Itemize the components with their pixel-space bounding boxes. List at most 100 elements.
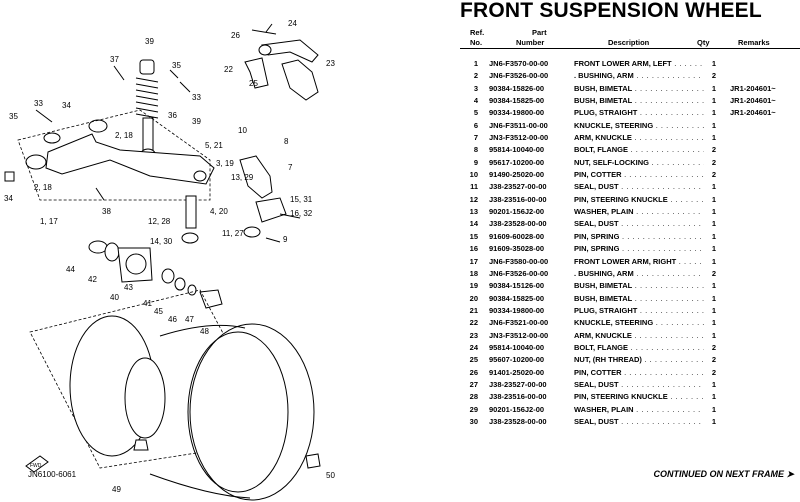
- description-cell: ARM, KNUCKLE: [574, 133, 704, 142]
- part-number-cell: 91401-25020-00: [489, 367, 545, 377]
- callout: 34: [4, 194, 13, 203]
- description-cell: WASHER, PLAIN: [574, 405, 704, 414]
- description-cell: PIN, COTTER: [574, 368, 704, 377]
- qty-cell: 1: [711, 379, 716, 389]
- ref-cell: 22: [469, 318, 478, 328]
- description-cell: ARM, KNUCKLE: [574, 331, 704, 340]
- callout: 12, 28: [148, 217, 171, 226]
- qty-cell: 1: [711, 96, 716, 106]
- qty-cell: 2: [711, 145, 716, 155]
- qty-cell: 1: [711, 219, 716, 229]
- callout: 22: [224, 65, 233, 74]
- callout: 23: [326, 59, 335, 68]
- description-cell: SEAL, DUST: [574, 182, 704, 191]
- ref-cell: 20: [469, 293, 478, 303]
- lower-arm: [4, 109, 215, 201]
- part-number-cell: JN6-F3521-00-00: [489, 318, 549, 328]
- qty-cell: 2: [711, 342, 716, 352]
- hub-group: [88, 240, 223, 309]
- knuckle-arm-group: [244, 23, 319, 101]
- description-cell: PIN, STEERING KNUCKLE: [574, 392, 704, 401]
- qty-cell: 2: [711, 367, 716, 377]
- callout: 8: [284, 137, 289, 146]
- callout: 34: [62, 101, 71, 110]
- description-cell: PIN, STEERING KNUCKLE: [574, 195, 704, 204]
- description-cell: PIN, SPRING: [574, 244, 704, 253]
- header-part-line2: Number: [516, 38, 545, 47]
- qty-cell: 2: [711, 355, 716, 365]
- remarks-cell: JR1-204601~: [730, 108, 776, 118]
- callout: 48: [200, 327, 209, 336]
- steering-knuckle: [181, 155, 301, 244]
- ref-cell: 14: [469, 219, 478, 229]
- qty-cell: 1: [711, 182, 716, 192]
- drawing-code: JN6100-6061: [28, 470, 77, 479]
- qty-cell: 2: [711, 71, 716, 81]
- description-cell: FRONT LOWER ARM, RIGHT: [574, 257, 704, 266]
- ref-cell: 18: [469, 268, 478, 278]
- fwd-arrow-icon: FWD: [25, 455, 49, 473]
- header-rule: [460, 48, 800, 49]
- callout: 14, 30: [150, 237, 173, 246]
- ref-cell: 8: [473, 145, 478, 155]
- exploded-parts-diagram: FWD 24 26 23 22 25 39 37 35 33 33 34 35 …: [4, 19, 335, 501]
- callout: 47: [185, 315, 194, 324]
- qty-cell: 1: [711, 330, 716, 340]
- wheel-and-tire: [29, 289, 321, 501]
- callout: 41: [143, 299, 152, 308]
- ref-cell: 29: [469, 404, 478, 414]
- part-number-cell: 95814-10040-00: [489, 342, 545, 352]
- ref-cell: 16: [469, 244, 478, 254]
- callout: 4, 20: [210, 207, 228, 216]
- ref-cell: 5: [473, 108, 478, 118]
- part-number-cell: 90334-19800-00: [489, 305, 545, 315]
- header-qty: Qty: [697, 38, 710, 47]
- qty-cell: 1: [711, 318, 716, 328]
- callout: 46: [168, 315, 177, 324]
- callout: 10: [238, 126, 247, 135]
- part-number-cell: 90201-156J2-00: [489, 404, 545, 414]
- shock-absorber: [113, 59, 191, 160]
- qty-cell: 2: [711, 268, 716, 278]
- callout: 39: [145, 37, 154, 46]
- description-cell: PIN, COTTER: [574, 170, 704, 179]
- description-cell: SEAL, DUST: [574, 380, 704, 389]
- part-number-cell: JN6-F3570-00-00: [489, 59, 549, 68]
- ref-cell: 24: [469, 342, 478, 352]
- part-number-cell: JN3-F3512-00-00: [489, 133, 549, 143]
- ref-cell: 11: [470, 182, 478, 192]
- part-number-cell: 91490-25020-00: [489, 170, 545, 180]
- continued-note: CONTINUED ON NEXT FRAME ➤: [653, 469, 794, 479]
- ref-cell: 10: [469, 170, 478, 180]
- remarks-cell: JR1-204601~: [730, 83, 776, 93]
- callout: 37: [110, 55, 119, 64]
- callout: 9: [283, 235, 288, 244]
- part-number-cell: J38-23528-00-00: [489, 219, 547, 229]
- callout: 2, 18: [34, 183, 52, 192]
- qty-cell: 1: [711, 416, 716, 426]
- ref-cell: 25: [469, 355, 478, 365]
- qty-cell: 1: [711, 244, 716, 254]
- fwd-label: FWD: [30, 463, 42, 469]
- part-number-cell: J38-23527-00-00: [489, 379, 547, 389]
- description-cell: KNUCKLE, STEERING: [574, 121, 704, 130]
- callout: 7: [288, 163, 293, 172]
